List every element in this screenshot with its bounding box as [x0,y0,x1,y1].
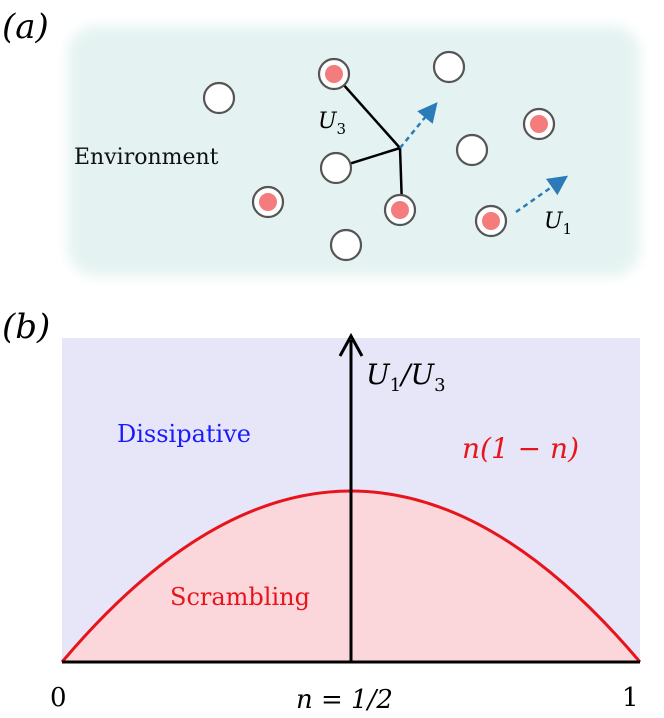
curve-label: n(1 − n) [462,432,579,465]
x-tick-one: 1 [622,683,639,713]
panel-b-label: (b) [2,307,50,347]
empty-particle [432,50,466,84]
empty-particle [329,228,363,262]
u1-label: U1 [544,209,572,238]
y-axis-label: U1/U3 [366,358,446,396]
empty-particle [202,81,236,115]
empty-particle [455,133,489,167]
filled-particle [251,185,285,219]
dissipative-label: Dissipative [117,420,251,448]
x-tick-zero: 0 [50,683,67,713]
u3-label: U3 [318,109,346,138]
u1-dashed-arrow [515,175,569,214]
scrambling-label: Scrambling [170,583,310,611]
filled-particle [383,193,417,227]
x-tick-half: n = 1/2 [296,685,393,715]
filled-particle [474,204,508,238]
environment-label: Environment [74,145,219,170]
y-axis-arrowhead [338,332,364,357]
u3-dashed-arrow [399,102,438,149]
empty-particle [319,151,353,185]
filled-particle [317,57,351,91]
panel-a-label: (a) [2,7,49,47]
filled-particle [522,107,556,141]
